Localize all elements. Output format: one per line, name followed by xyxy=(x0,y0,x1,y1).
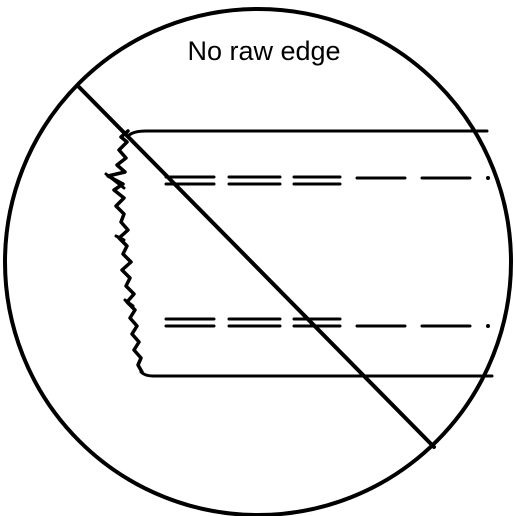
frayed-raw-edge xyxy=(108,131,142,372)
fabric-strip xyxy=(128,131,492,376)
fabric-top-edge xyxy=(128,131,487,136)
prohibition-circle xyxy=(5,9,511,515)
upper-stitch-line xyxy=(166,176,490,184)
caption: No raw edge xyxy=(187,36,340,66)
lower-stitch-line xyxy=(166,319,490,328)
prohibition-slash xyxy=(79,87,434,447)
fabric-bottom-edge xyxy=(141,372,492,376)
